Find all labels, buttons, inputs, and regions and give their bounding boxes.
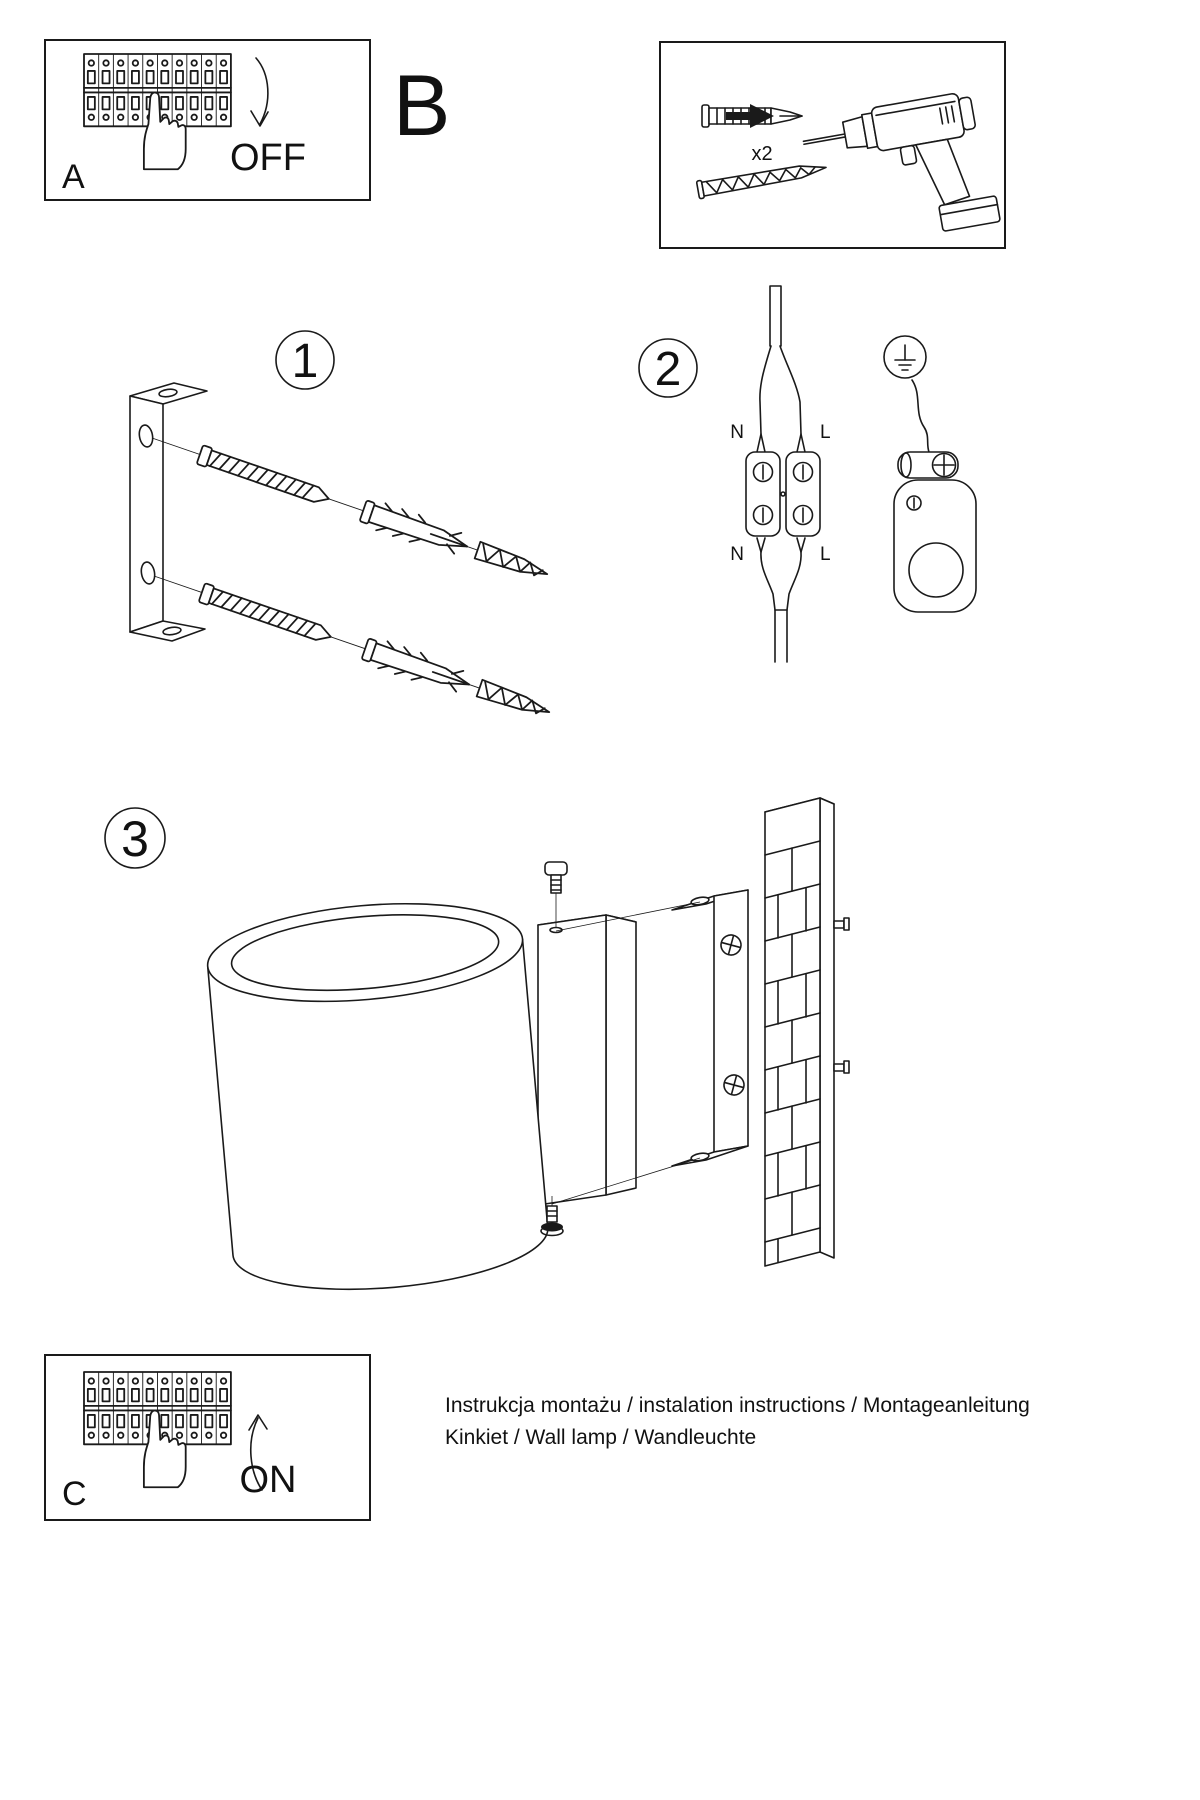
panel-c-section: ON C <box>44 1354 371 1521</box>
ground-symbol-icon <box>883 335 927 379</box>
bracket-screw-top-icon <box>720 934 742 956</box>
step-2-number: 2 <box>655 343 682 396</box>
panel-a-section: OFF A <box>44 39 371 201</box>
alignment-line-top <box>555 901 701 932</box>
tools-box-border <box>659 41 1006 249</box>
drill-icon <box>799 88 1002 254</box>
step-1-number: 1 <box>292 335 319 388</box>
panel-c-letter: C <box>62 1475 87 1513</box>
dowel-count-label: x2 <box>751 143 772 165</box>
footer-line-2: Kinkiet / Wall lamp / Wandleuchte <box>445 1426 756 1449</box>
panel-c-border <box>44 1354 371 1521</box>
bracket-screw-bottom-icon <box>723 1074 745 1096</box>
breaker-panel-off-icon <box>84 54 231 171</box>
terminal-block-pole-1 <box>745 451 781 537</box>
wall-illustration <box>764 797 850 1267</box>
wire-label-n-bottom: N <box>730 544 744 565</box>
alignment-line-bottom <box>551 1157 701 1205</box>
fastener-assembly-bottom <box>148 561 555 727</box>
step-1-section: 1 <box>129 330 555 727</box>
terminal-block-pole-2 <box>785 451 821 537</box>
panel-a-border <box>44 39 371 201</box>
footer-line-1: Instrukcja montażu / instalation instruc… <box>445 1394 1030 1417</box>
wire-label-l-top: L <box>820 422 831 443</box>
mounting-bracket-illustration <box>129 382 208 642</box>
step-3-badge: 3 <box>104 807 166 869</box>
step-3-section: 3 <box>104 797 850 1291</box>
tools-box-section: x2 <box>659 41 1006 254</box>
section-b-letter: B <box>393 58 450 154</box>
bottom-screw-icon <box>540 1196 564 1237</box>
ground-terminal-illustration <box>883 335 977 613</box>
breaker-panel-on-icon <box>84 1372 231 1489</box>
fastener-assembly-top <box>146 423 553 589</box>
on-label: ON <box>240 1459 297 1501</box>
arrow-down-head-icon <box>250 110 269 127</box>
insert-arrow-icon <box>726 104 774 128</box>
cylinder-shade-illustration <box>206 902 549 1291</box>
wiring-diagram: N L N L <box>730 285 831 663</box>
step-2-badge: 2 <box>638 338 698 398</box>
step-3-number: 3 <box>121 811 149 867</box>
step-1-badge: 1 <box>275 330 335 390</box>
wall-peg-top-icon <box>833 920 845 929</box>
step-2-section: 2 N L N L <box>638 285 977 663</box>
arrow-down-icon <box>255 57 269 125</box>
arrow-up-head-icon <box>248 1414 268 1431</box>
panel-a-letter: A <box>62 158 85 196</box>
top-screw-icon <box>544 861 568 934</box>
wall-peg-bottom-icon <box>833 1063 845 1072</box>
arrow-up-icon <box>249 1417 263 1491</box>
wire-label-n-top: N <box>730 422 744 443</box>
wire-label-l-bottom: L <box>820 544 831 565</box>
wall-bracket-illustration <box>671 889 749 1167</box>
mounting-block-illustration <box>537 914 637 1206</box>
off-label: OFF <box>230 137 306 179</box>
